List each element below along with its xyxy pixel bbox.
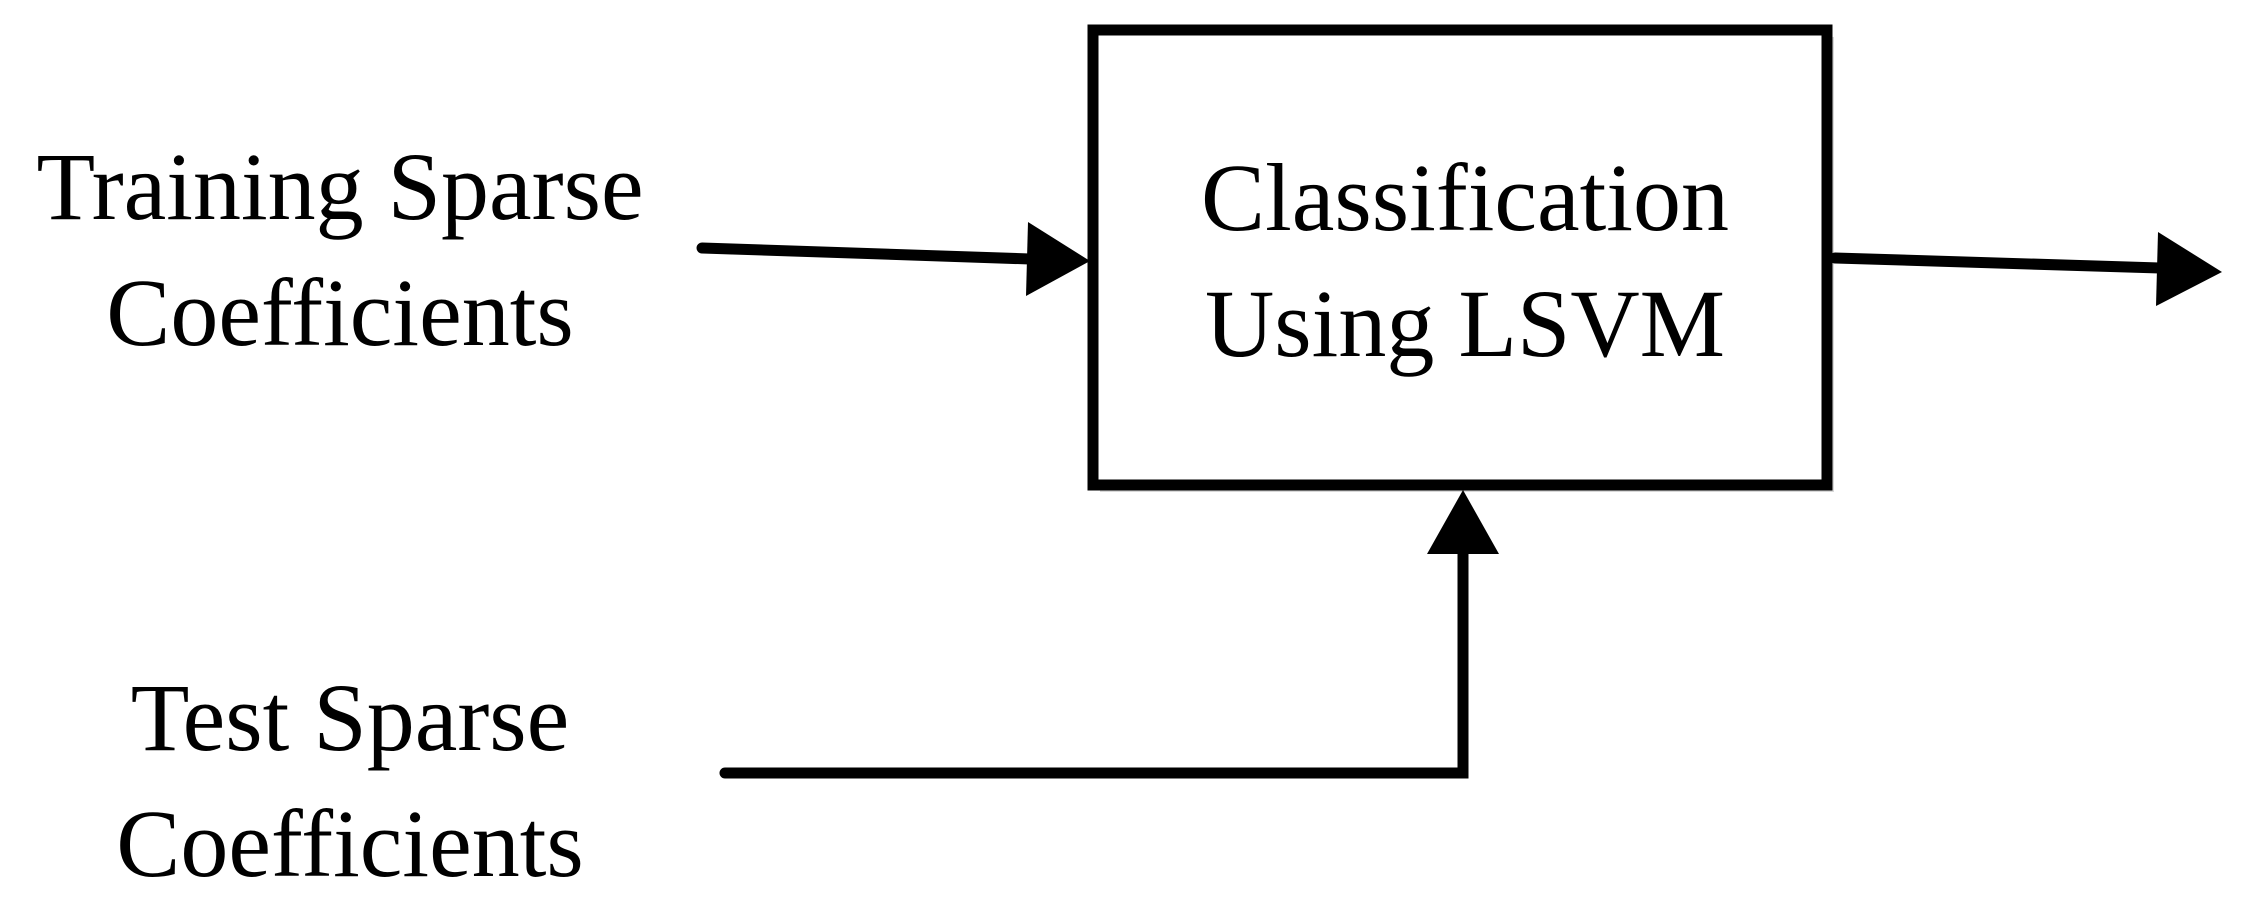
test-connector-line bbox=[719, 542, 1469, 779]
test-arrowhead bbox=[1427, 490, 1499, 554]
training-arrow-line bbox=[696, 242, 1036, 265]
training-label-line1: Training Sparse bbox=[36, 133, 644, 240]
test-label-line1: Test Sparse bbox=[130, 664, 570, 771]
classifier-box bbox=[1087, 24, 1833, 491]
classifier-label-line2: Using LSVM bbox=[1204, 270, 1726, 377]
training-label-line2: Coefficients bbox=[106, 259, 574, 366]
test-coefficients-label: Test Sparse Coefficients bbox=[0, 655, 700, 907]
output-arrowhead bbox=[2156, 232, 2222, 306]
test-label-line2: Coefficients bbox=[116, 790, 584, 897]
classifier-label-line1: Classification bbox=[1201, 144, 1729, 251]
classifier-label: Classification Using LSVM bbox=[1100, 135, 1830, 387]
training-coefficients-label: Training Sparse Coefficients bbox=[0, 124, 680, 376]
output-arrow-line bbox=[1829, 252, 2166, 274]
training-arrowhead bbox=[1026, 222, 1090, 296]
